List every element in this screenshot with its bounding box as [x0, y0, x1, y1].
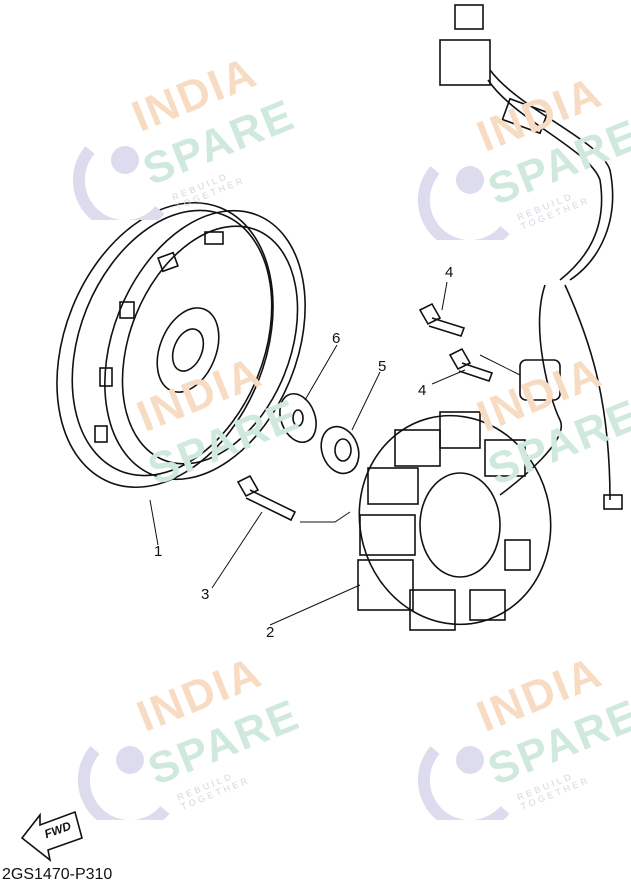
fwd-arrow [20, 810, 83, 862]
callout-1: 1 [154, 543, 163, 560]
watermark: INDIA SPARE [130, 347, 307, 495]
callout-4-lower: 4 [418, 382, 427, 399]
watermark: INDIA SPARE REBUILD TOGETHER [415, 648, 631, 820]
watermark: INDIA SPARE REBUILD TOGETHER [70, 48, 302, 220]
callout-2: 2 [266, 624, 275, 641]
wire-harness [439, 4, 623, 510]
callout-3: 3 [201, 586, 210, 603]
watermark: INDIA SPARE [470, 347, 631, 495]
stator [357, 411, 552, 631]
flywheel-rotor [56, 201, 306, 489]
watermark: INDIA SPARE REBUILD TOGETHER [415, 68, 631, 240]
watermark: INDIA SPARE REBUILD TOGETHER [75, 648, 307, 820]
callout-4-upper: 4 [445, 264, 454, 281]
callout-6: 6 [332, 330, 341, 347]
diagram-code: 2GS1470-P310 [2, 866, 113, 883]
callout-5: 5 [378, 358, 387, 375]
